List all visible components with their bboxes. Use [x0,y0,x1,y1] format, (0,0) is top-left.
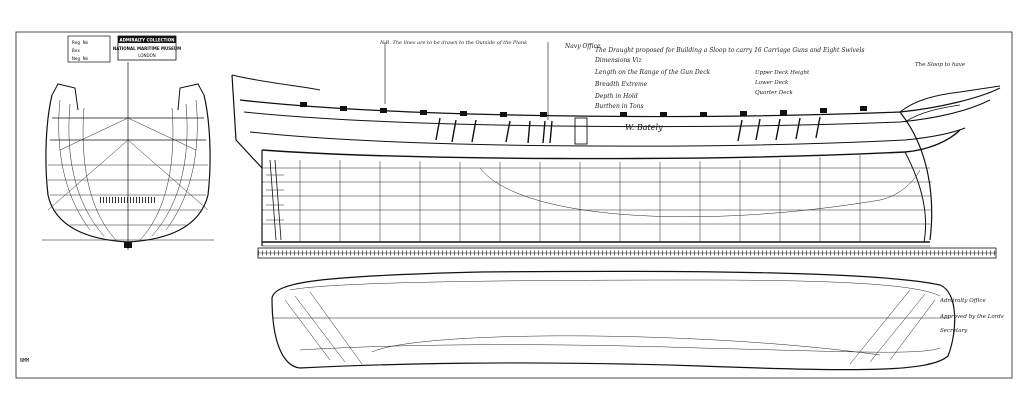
side-note: Navy Office [564,43,601,50]
sheet-border [15,31,1013,379]
stamp-line-3: LONDON [138,53,155,58]
museum-stamp: ADMIRALTY COLLECTION NATIONAL MARITIME M… [113,35,181,61]
half-breadth-plan [271,270,956,371]
notes-right: Upper Deck Height Lower Deck Quarter Dec… [754,70,810,96]
catalogue-line-1: Reg No [72,40,89,46]
note-top: N.B. The lines are to be drawn to the Ou… [379,40,527,46]
sheer-plan [231,42,1001,247]
notes-right-line-3: Quarter Deck [755,90,794,96]
title-line-2: Dimensions Viz [594,57,642,64]
title-line-1: The Draught proposed for Building a Sloo… [595,47,864,54]
catalogue-line-3: Neg No [72,56,89,62]
catalogue-line-2: Box [72,48,80,54]
approval-block: Admiralty Office Approved by the Lords S… [939,298,1004,334]
title-line-4: Breadth Extreme [594,81,648,88]
right-note: The Sloop to have [915,62,966,68]
stamp-line-1: ADMIRALTY COLLECTION [119,38,174,43]
notes-right-line-2: Lower Deck [754,80,789,86]
approval-line-2: Approved by the Lords [939,314,1004,320]
title-line-3: Length on the Range of the Gun Deck [594,69,711,76]
body-plan [42,62,214,250]
stamp-line-2: NATIONAL MARITIME MUSEUM [113,46,181,51]
catalogue-label: Reg No Box Neg No [67,35,111,63]
scale-bar [257,247,997,259]
title-line-5: Depth in Hold [594,93,638,100]
footer-label: NMM [20,358,29,364]
title-line-6: Burthen in Tons [594,103,644,110]
approval-line-1: Admiralty Office [939,298,986,304]
signature-center: W. Bately [625,123,663,132]
title-block: The Draught proposed for Building a Sloo… [594,47,864,110]
notes-right-line-1: Upper Deck Height [755,70,810,76]
approval-line-3: Secretary [940,328,968,334]
